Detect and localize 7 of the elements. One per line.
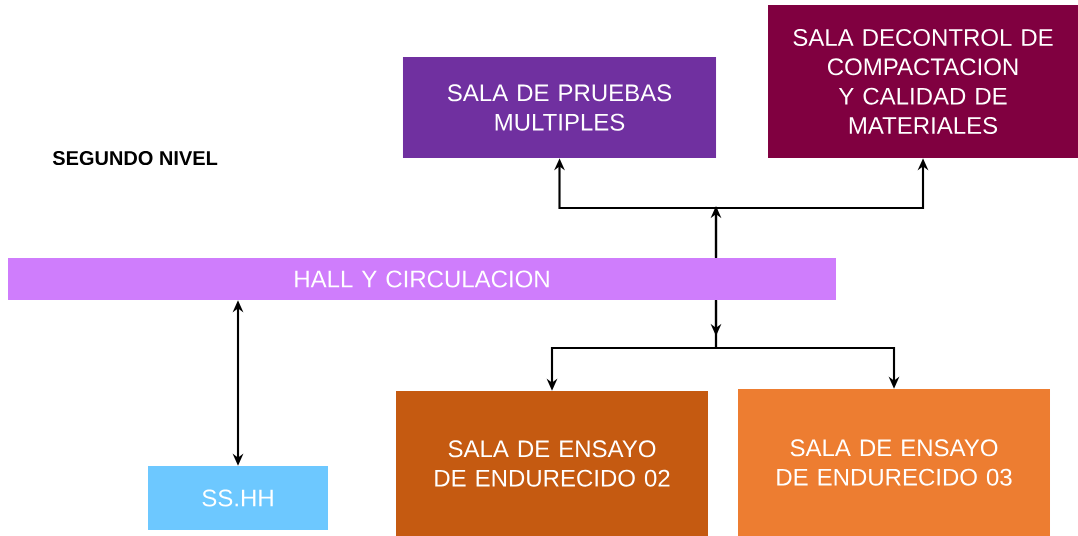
hall-band: HALL Y CIRCULACION [8, 258, 836, 300]
room-box: SALA DE ENSAYO DE ENDURECIDO 03 [738, 389, 1050, 536]
room-box: SALA DECONTROL DE COMPACTACION Y CALIDAD DE MATERIALES [768, 4, 1078, 159]
room-box: SALA DE PRUEBAS MULTIPLES [402, 56, 717, 159]
room-box: SALA DE ENSAYO DE ENDURECIDO 02 [396, 390, 708, 536]
room-box: SS.HH [148, 466, 328, 530]
heading-text: SEGUNDO NIVEL [52, 150, 218, 166]
